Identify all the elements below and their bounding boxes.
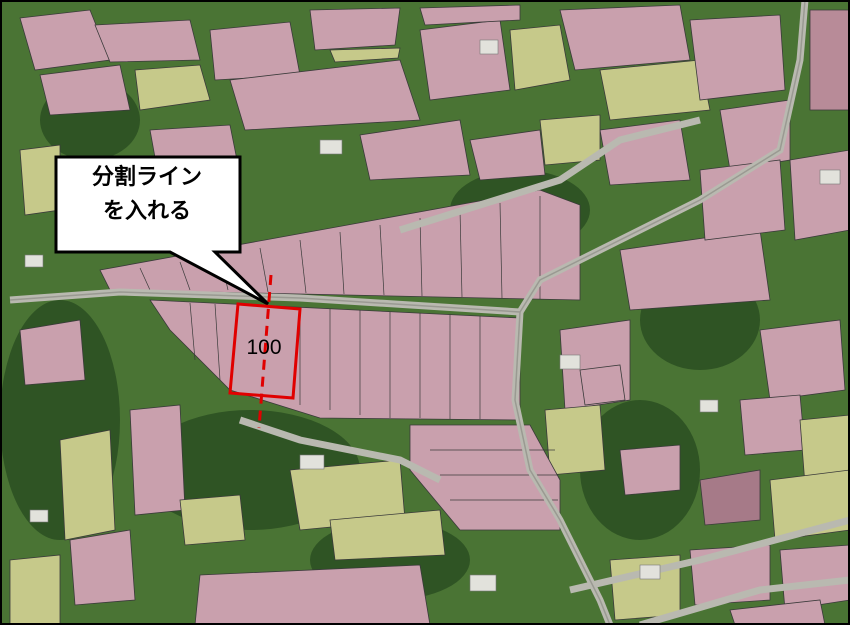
highlighted-parcel-outline (228, 302, 302, 400)
buildings (24, 39, 841, 592)
road-edges (9, 0, 806, 625)
callout-line-1: 分割ライン (91, 165, 202, 190)
callout-text: 分割ライン を入れる (58, 161, 236, 229)
lower-field-cluster (9, 319, 446, 625)
callout-line-2: を入れる (102, 199, 191, 224)
parcel-number-label: 100 (246, 336, 282, 359)
upper-field-cluster (19, 4, 791, 216)
split-line (257, 274, 273, 429)
field-stripes (139, 196, 558, 501)
callout-bubble (54, 155, 270, 306)
